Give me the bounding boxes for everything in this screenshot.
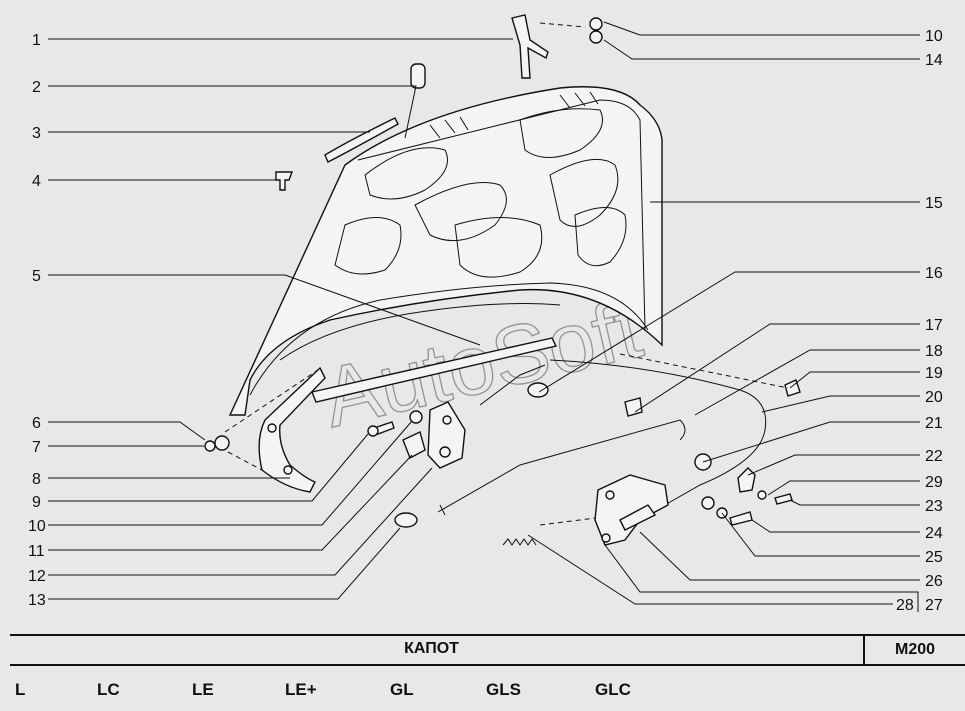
leader-lines xyxy=(48,21,920,612)
version-l: L xyxy=(15,680,26,699)
callout-11: 11 xyxy=(28,543,45,560)
callout-27: 27 xyxy=(925,597,943,614)
hood-seal xyxy=(324,63,426,163)
version-gl: GL xyxy=(390,680,414,699)
callout-22: 22 xyxy=(925,448,943,465)
callout-16: 16 xyxy=(925,265,943,282)
callout-10-left: 10 xyxy=(28,518,46,535)
callout-24: 24 xyxy=(925,525,943,542)
callout-4: 4 xyxy=(32,173,41,190)
hood-parts-diagram: AutoSoft xyxy=(28,14,943,614)
version-glc: GLC xyxy=(595,680,631,699)
callout-20: 20 xyxy=(925,389,943,406)
callout-21: 21 xyxy=(925,415,943,432)
callout-10-right: 10 xyxy=(925,28,943,45)
prop-rod xyxy=(311,337,558,403)
hood-striker xyxy=(511,14,603,79)
callout-6: 6 xyxy=(32,415,41,432)
callout-8: 8 xyxy=(32,471,41,488)
version-le-plus: LE+ xyxy=(285,680,317,699)
hood-lock xyxy=(594,474,669,546)
callout-18: 18 xyxy=(925,343,943,360)
callout-14: 14 xyxy=(925,52,943,69)
callout-13: 13 xyxy=(28,592,46,609)
section-code: M200 xyxy=(863,636,965,664)
callout-12: 12 xyxy=(28,568,46,585)
trim-versions: L LC LE LE+ GL GLS GLC xyxy=(0,680,965,710)
callout-25: 25 xyxy=(925,549,943,566)
callout-28: 28 xyxy=(896,597,914,614)
bolt-washer xyxy=(367,410,423,437)
callouts-right: 10 14 15 16 17 18 19 20 21 22 29 23 24 2… xyxy=(896,28,943,614)
callout-26: 26 xyxy=(925,573,943,590)
callout-1: 1 xyxy=(32,32,41,49)
bumper-stop xyxy=(275,171,294,191)
callout-2: 2 xyxy=(32,79,41,96)
nut-washer xyxy=(204,435,230,452)
callout-29: 29 xyxy=(925,474,943,491)
hood-panel xyxy=(228,86,663,416)
release-cable xyxy=(437,359,767,516)
callout-15: 15 xyxy=(925,195,943,212)
page-title: КАПОТ xyxy=(404,640,459,657)
version-lc: LC xyxy=(97,680,120,699)
callout-19: 19 xyxy=(925,365,943,382)
callout-3: 3 xyxy=(32,125,41,142)
callout-9: 9 xyxy=(32,494,41,511)
callouts-left: 1 2 3 4 5 6 7 8 9 10 11 12 13 xyxy=(28,32,46,609)
title-bar: КАПОТ M200 xyxy=(10,634,965,666)
version-gls: GLS xyxy=(486,680,521,699)
hood-hinge xyxy=(258,366,326,493)
latch-bracket xyxy=(402,401,466,469)
callout-17: 17 xyxy=(925,317,943,334)
version-le: LE xyxy=(192,680,214,699)
grommet xyxy=(394,512,418,528)
callout-23: 23 xyxy=(925,498,943,515)
callout-5: 5 xyxy=(32,268,41,285)
lock-spring xyxy=(502,538,537,546)
callout-7: 7 xyxy=(32,439,41,456)
